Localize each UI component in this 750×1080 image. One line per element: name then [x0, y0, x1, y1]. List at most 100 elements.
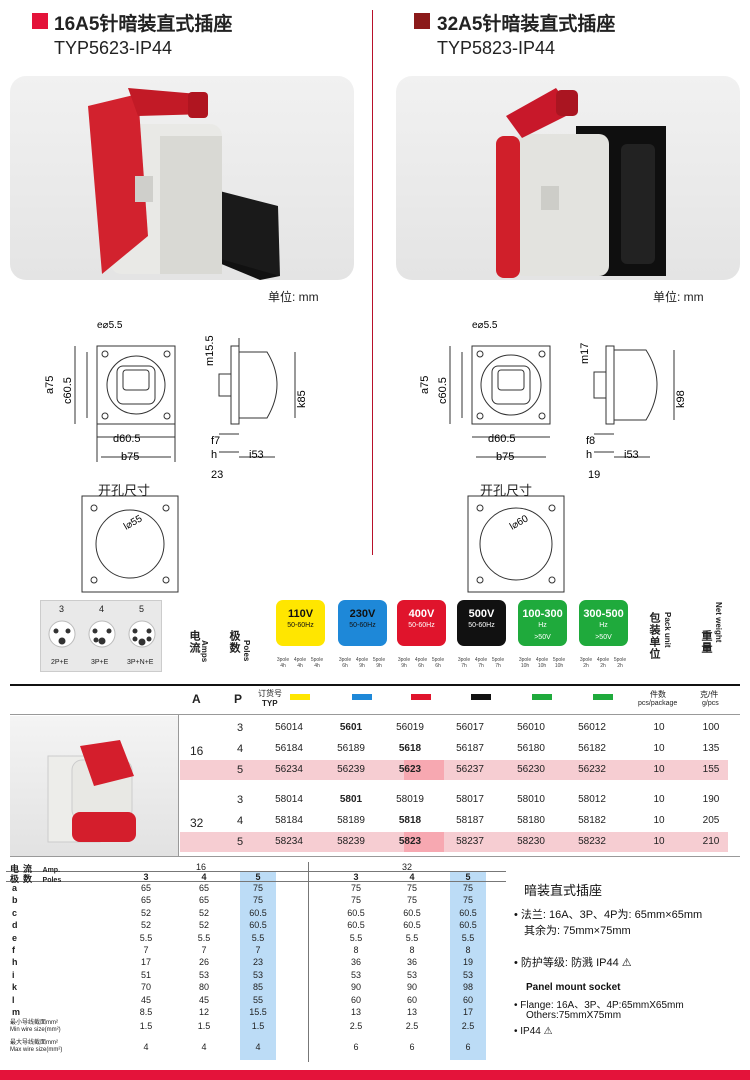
- dim-i-r: i53: [624, 449, 639, 461]
- spec-value: 7: [143, 945, 149, 955]
- product-photo-right: [396, 76, 740, 280]
- hdr-kg-en: g/pcs: [702, 700, 719, 707]
- weight-cell: 210: [702, 836, 720, 847]
- spec-value: 75: [252, 895, 263, 906]
- table-top-rule: [10, 684, 740, 686]
- spec-value: 53: [350, 969, 361, 980]
- spec-value: 90: [350, 982, 361, 993]
- spec-value: 75: [406, 883, 417, 893]
- spec-divider: [308, 862, 309, 1062]
- spec-max: 4: [143, 1042, 149, 1052]
- spec-value: 51: [140, 969, 151, 980]
- spec-value: 65: [140, 895, 151, 906]
- spec-value: 7: [201, 945, 207, 955]
- order-code: 58234: [275, 836, 303, 847]
- pole-cell: 3: [236, 722, 244, 734]
- order-code: 5601: [339, 722, 363, 733]
- order-code: 58014: [275, 794, 303, 805]
- color-swatch-3: [471, 694, 491, 700]
- color-swatch-0: [290, 694, 310, 700]
- cutout-diam-left: l⌀55: [122, 513, 145, 532]
- pack-cell: 10: [653, 836, 665, 847]
- note-flange: • 法兰: 16A、3P、4P为: 65mm×65mm: [514, 909, 703, 921]
- table-header-rule: [10, 714, 740, 715]
- spec-value: 60: [462, 994, 473, 1005]
- order-code: 58180: [517, 815, 545, 826]
- spec-value: 45: [140, 994, 151, 1005]
- weight-cell: 100: [702, 722, 720, 733]
- spec-value: 55: [252, 994, 263, 1005]
- left-model: TYP5623-IP44: [54, 38, 173, 58]
- spec-value: 60.5: [459, 907, 477, 918]
- spec-col-1-poles: 4: [201, 872, 207, 882]
- left-unit-label: 单位: mm: [268, 290, 319, 304]
- pole-cell: 5: [236, 836, 244, 848]
- dim-m: m15.5: [204, 335, 216, 366]
- config-num-4: 4: [99, 604, 105, 614]
- spec-value: 13: [406, 1007, 417, 1017]
- warning-icon-2: ⚠: [543, 1026, 553, 1037]
- spec-value: 60.5: [403, 920, 421, 931]
- hdr-pack-en: Pack unit: [663, 612, 672, 648]
- dim-k: k85: [296, 390, 308, 408]
- hdr-current: 电流: [188, 630, 200, 654]
- spec-value: 8.5: [139, 1007, 153, 1017]
- pole-cell: 3: [236, 794, 244, 806]
- order-code: 58189: [337, 815, 365, 826]
- spec-value: 98: [462, 982, 473, 993]
- dim-i: i53: [249, 449, 264, 461]
- right-unit-label: 单位: mm: [653, 290, 704, 304]
- spec-amp16: 16: [196, 862, 207, 872]
- spec-value: 53: [198, 969, 209, 980]
- center-divider: [372, 10, 373, 555]
- dim-e-r: e⌀5.5: [472, 320, 498, 331]
- pole-cell: 4: [236, 743, 244, 755]
- spec-value: 85: [252, 982, 263, 993]
- hdr-poles-en: Poles: [242, 640, 251, 662]
- spec-value: 60.5: [347, 920, 365, 931]
- spec-value: 52: [140, 920, 151, 931]
- order-code: 5623: [398, 764, 422, 775]
- dim-under-r: 19: [588, 469, 600, 481]
- spec-value: 65: [198, 895, 209, 906]
- dim-b-r: b75: [496, 451, 514, 463]
- spec-min: 2.5: [461, 1021, 475, 1031]
- dim-m-r: m17: [579, 343, 591, 364]
- order-code: 56189: [337, 743, 365, 754]
- hdr-pcs-en: pcs/package: [638, 700, 678, 707]
- spec-label-h: h: [12, 957, 18, 968]
- note-other: 其余为: 75mm×75mm: [524, 925, 631, 937]
- spec-col-2-poles: 5: [255, 872, 261, 882]
- spec-max: 6: [409, 1042, 415, 1052]
- note-en-ip: • IP44 ⚠: [514, 1026, 553, 1037]
- hdr-order: 订货号: [258, 689, 282, 698]
- spec-value: 75: [252, 883, 263, 893]
- spec-label-m: m: [12, 1007, 21, 1017]
- spec-label-b: b: [12, 895, 18, 906]
- pack-cell: 10: [653, 764, 665, 775]
- order-code: 58182: [578, 815, 606, 826]
- spec-value: 65: [198, 883, 209, 893]
- spec-value: 5.5: [405, 932, 419, 943]
- order-code: 56180: [517, 743, 545, 754]
- spec-label-k: k: [12, 982, 18, 993]
- left-cutout-drawing: l⌀55: [81, 495, 179, 593]
- order-code: 56234: [275, 764, 303, 775]
- dim-h: h: [211, 449, 217, 461]
- row-highlight: [180, 832, 728, 852]
- order-code: 56012: [578, 722, 606, 733]
- order-code: 5823: [398, 836, 422, 847]
- spec-min: 2.5: [349, 1021, 363, 1031]
- hdr-current-en: Amps: [200, 640, 209, 663]
- note-en-flange: • Flange: 16A、3P、4P:65mmX65mm: [514, 1000, 684, 1011]
